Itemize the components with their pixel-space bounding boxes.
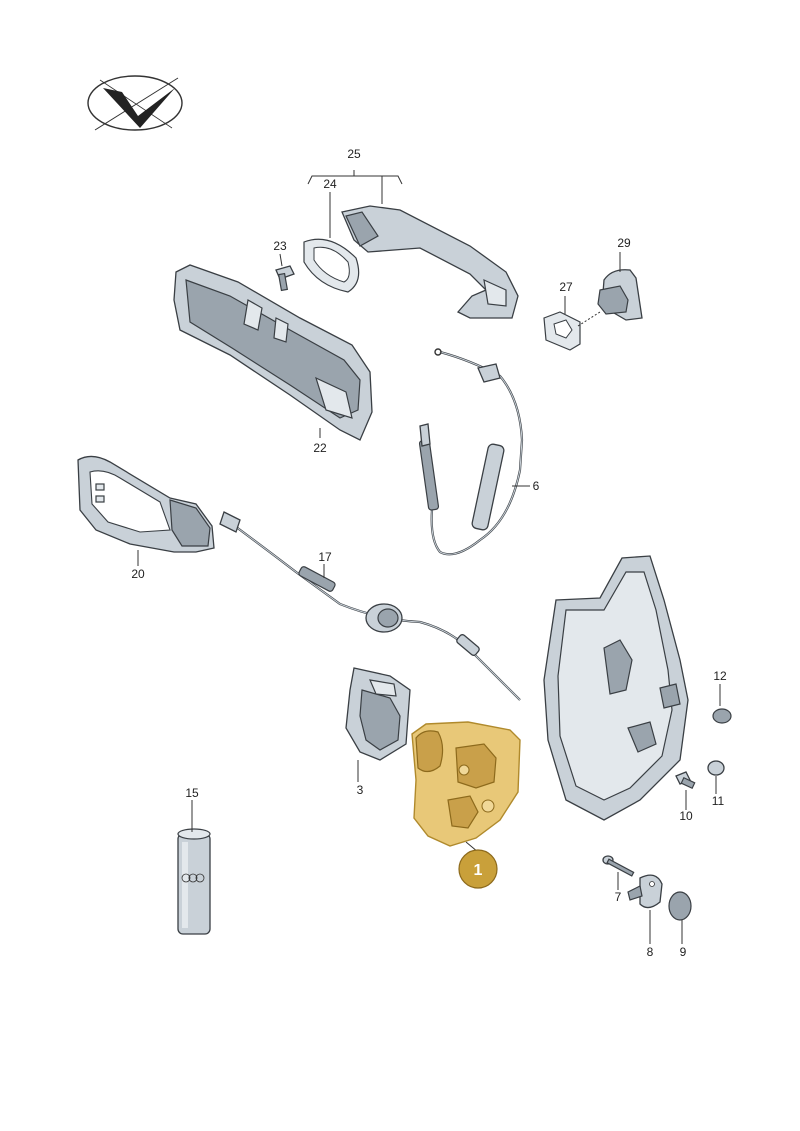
label-15[interactable]: 15 (185, 786, 199, 800)
part-1-badge[interactable]: 1 (458, 849, 498, 889)
label-9[interactable]: 9 (680, 945, 687, 959)
label-20[interactable]: 20 (131, 567, 145, 581)
part-6-cable[interactable] (418, 348, 524, 556)
label-17[interactable]: 17 (318, 550, 332, 564)
part-20-interior-handle[interactable] (77, 455, 215, 553)
part-labels: 25 24 23 29 27 22 6 20 17 12 3 15 11 10 … (131, 147, 727, 959)
part-7-screw[interactable] (602, 855, 635, 877)
part-27-seal[interactable] (543, 311, 581, 351)
label-12[interactable]: 12 (713, 669, 727, 683)
label-11[interactable]: 11 (712, 794, 725, 808)
label-8[interactable]: 8 (647, 945, 654, 959)
part-12-grommet[interactable] (712, 708, 732, 724)
label-22[interactable]: 22 (313, 441, 327, 455)
part-24-gasket[interactable] (303, 238, 360, 293)
label-6[interactable]: 6 (533, 479, 540, 493)
part-22-handle-bracket[interactable] (173, 264, 373, 441)
label-29[interactable]: 29 (617, 236, 631, 250)
part-1-number: 1 (474, 862, 483, 879)
label-7[interactable]: 7 (615, 890, 622, 904)
part-8-striker-plate[interactable] (627, 874, 663, 909)
label-10[interactable]: 10 (679, 809, 693, 823)
label-3[interactable]: 3 (357, 783, 364, 797)
part-23-screw[interactable] (275, 265, 295, 292)
part-29-end-cap[interactable] (597, 269, 643, 321)
label-25[interactable]: 25 (347, 147, 361, 161)
door-inner-panel (543, 555, 689, 821)
label-24[interactable]: 24 (323, 177, 337, 191)
direction-arrow-logo-icon (87, 75, 183, 131)
label-23[interactable]: 23 (273, 239, 287, 253)
leader-lines (137, 170, 721, 944)
part-11-grommet[interactable] (707, 760, 725, 776)
part-1-door-lock-highlighted[interactable] (411, 721, 521, 847)
part-17-cable[interactable] (219, 511, 521, 701)
part-9-washer[interactable] (668, 891, 692, 921)
part-3-lock-cover[interactable] (345, 667, 411, 761)
part-25-outer-handle[interactable] (341, 205, 519, 319)
part-15-spray-can[interactable] (177, 828, 211, 935)
part-10-bolt[interactable] (675, 771, 696, 790)
label-27[interactable]: 27 (559, 280, 573, 294)
